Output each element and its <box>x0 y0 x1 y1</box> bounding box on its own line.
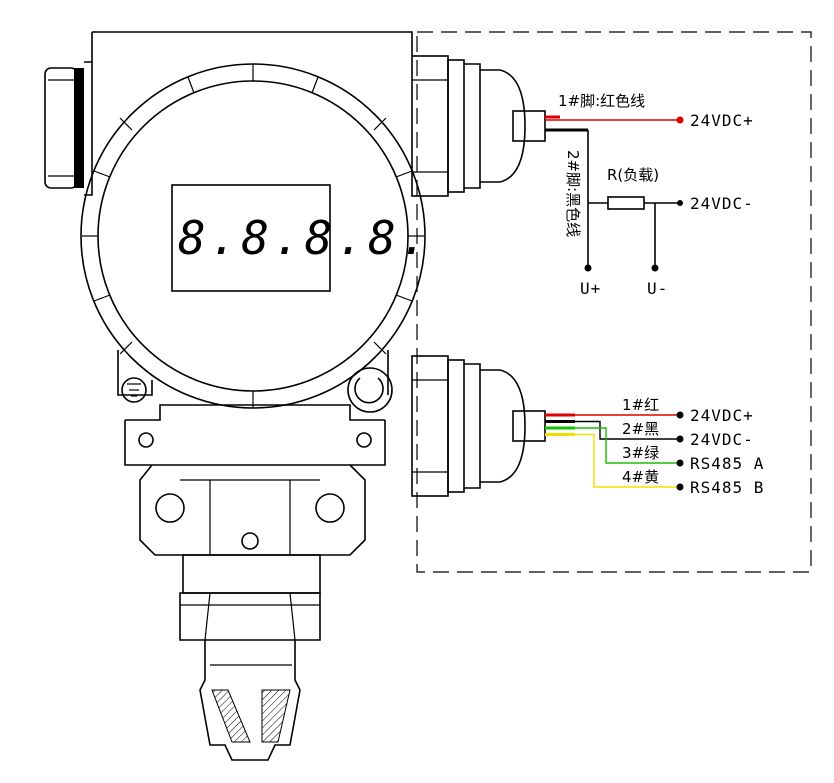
top-cable-gland <box>411 55 546 197</box>
rs485-terminal-label: RS485 A <box>690 454 764 473</box>
rs485-terminal-label: RS485 B <box>690 478 764 497</box>
rs485-wire <box>575 420 680 440</box>
rs485-wire-label: 2#黑 <box>622 420 659 438</box>
rs485-wire <box>575 433 680 488</box>
load-resistor <box>607 196 645 210</box>
terminal-enclosure <box>416 31 812 573</box>
rs485-terminal-label: 24VDC+ <box>690 406 754 425</box>
transmitter-housing: 8.8.8.8. <box>44 31 432 761</box>
rs485-terminal-dot <box>676 483 684 491</box>
ring-segments <box>82 64 424 408</box>
rs485-wiring: 1#红 24VDC+ 2#黑 24VDC- 3#绿 RS485 A 4#黄 RS485 B <box>545 396 764 497</box>
pin2-label: 2#脚:黑色线 <box>564 150 582 237</box>
terminal-24vdc-plus-top: 24VDC+ <box>690 111 754 130</box>
rs485-wire <box>575 427 680 464</box>
left-cable-gland <box>44 61 93 196</box>
terminal-24vdc-minus-top: 24VDC- <box>690 194 754 213</box>
ground-screw-icon <box>121 377 147 403</box>
bottom-cable-gland <box>411 355 546 497</box>
u-minus-label: U- <box>647 279 668 298</box>
rs485-terminal-dot <box>676 459 684 467</box>
rs485-terminal-dot <box>676 435 684 443</box>
rs485-wire-label: 1#红 <box>622 396 659 414</box>
rs485-terminal-label: 24VDC- <box>690 430 754 449</box>
lcd-window <box>171 184 331 292</box>
u-plus-label: U+ <box>580 279 601 298</box>
lcd-digits: 8.8.8.8. <box>178 211 432 265</box>
rs485-wire-label: 4#黄 <box>622 468 659 486</box>
rs485-wire-label: 3#绿 <box>622 444 659 462</box>
load-label: R(负载) <box>607 166 659 184</box>
pin1-label: 1#脚:红色线 <box>558 92 645 110</box>
rs485-terminal-dot <box>676 411 684 419</box>
